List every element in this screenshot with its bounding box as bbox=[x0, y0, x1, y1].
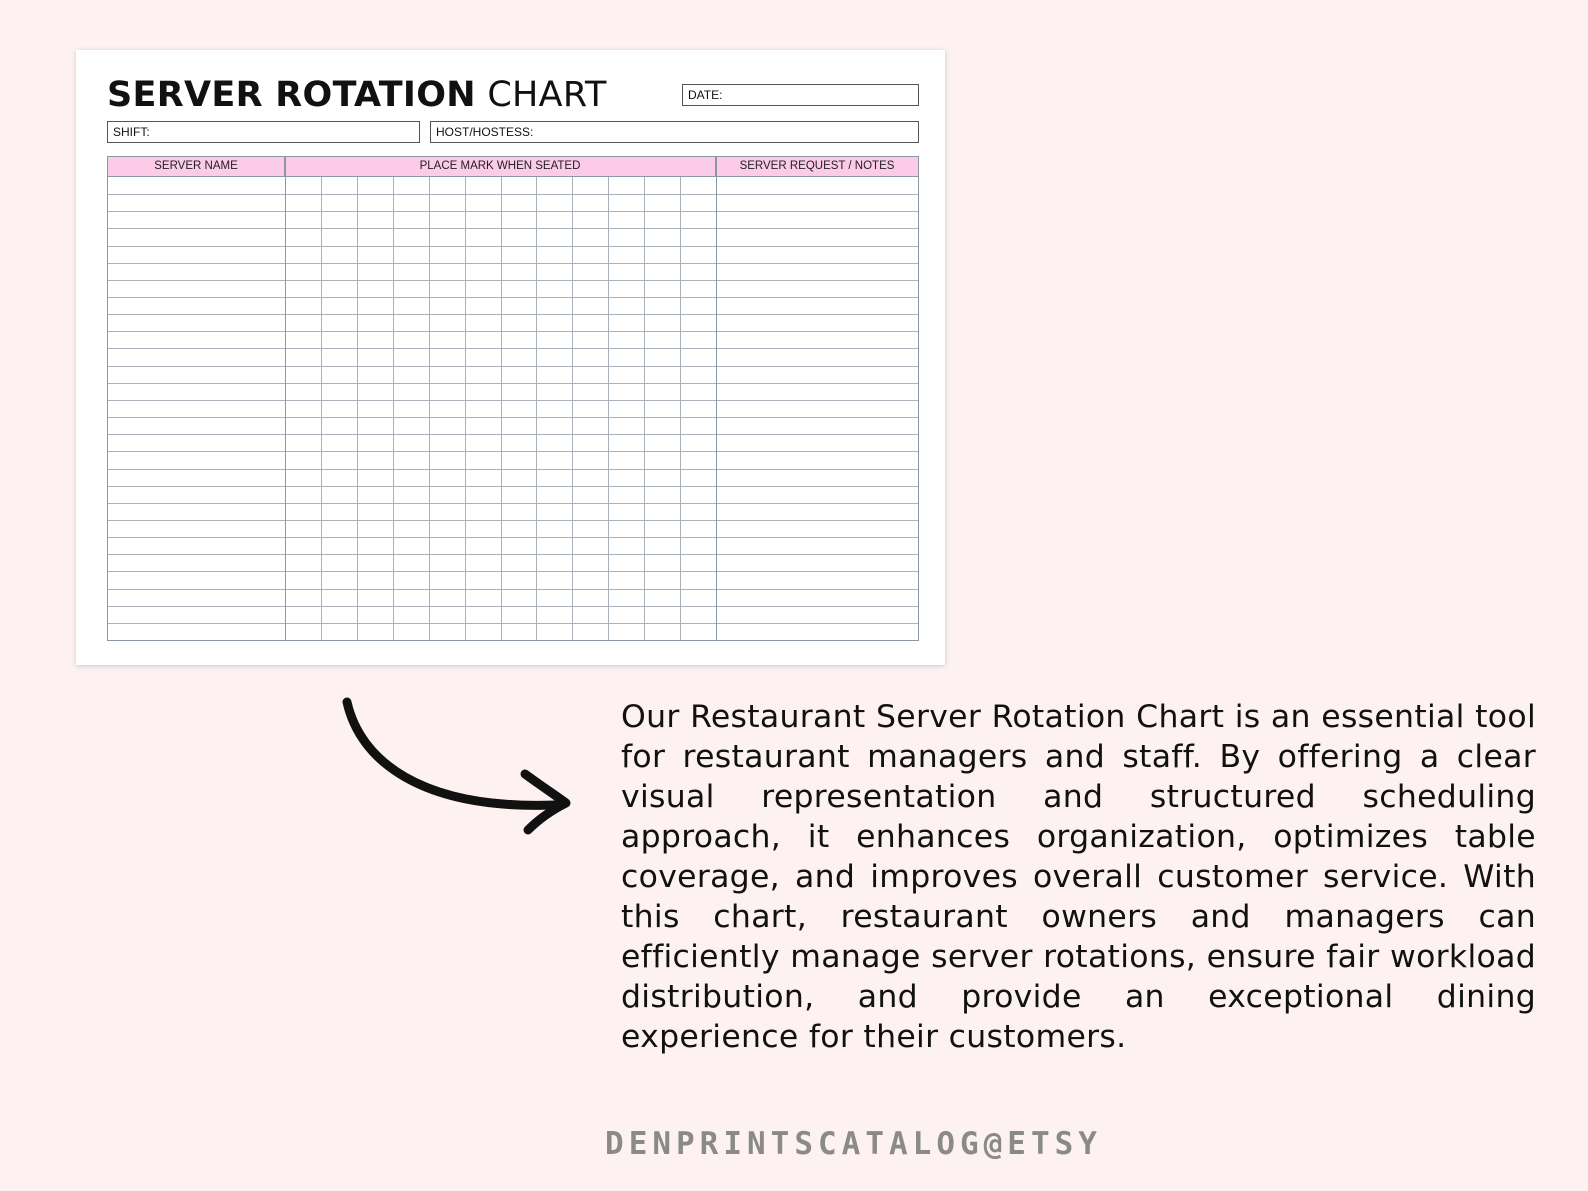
title-bold: SERVER ROTATION bbox=[107, 75, 476, 115]
table-column-line bbox=[320, 177, 322, 640]
table-column-line bbox=[285, 157, 286, 640]
date-field: DATE: bbox=[682, 84, 919, 106]
column-header-place-mark: PLACE MARK WHEN SEATED bbox=[285, 157, 716, 177]
column-header-notes: SERVER REQUEST / NOTES bbox=[716, 157, 918, 177]
table-row-line bbox=[108, 245, 918, 247]
table-row-line bbox=[108, 348, 918, 350]
table-row-line bbox=[108, 365, 918, 367]
table-row-line bbox=[108, 468, 918, 470]
table-column-line bbox=[716, 157, 717, 640]
table-column-line bbox=[644, 177, 646, 640]
table-row-line bbox=[108, 571, 918, 573]
table-row-line bbox=[108, 399, 918, 401]
table-row-line bbox=[108, 382, 918, 384]
table-row-line bbox=[108, 314, 918, 316]
table-column-line bbox=[680, 177, 682, 640]
table-row-line bbox=[108, 502, 918, 504]
table-column-line bbox=[536, 177, 538, 640]
table-row-line bbox=[108, 554, 918, 556]
product-description: Our Restaurant Server Rotation Chart is … bbox=[621, 699, 1536, 1055]
curved-arrow-icon bbox=[342, 697, 571, 835]
table-row-line bbox=[108, 331, 918, 333]
table-row-line bbox=[108, 451, 918, 453]
table-row-line bbox=[108, 434, 918, 436]
table-column-line bbox=[464, 177, 466, 640]
table-row-line bbox=[108, 622, 918, 624]
table-column-line bbox=[428, 177, 430, 640]
shop-watermark: DENPRINTSCATALOG@ETSY bbox=[605, 1126, 1102, 1162]
title-light: CHART bbox=[487, 75, 607, 115]
table-row-line bbox=[108, 228, 918, 230]
table-column-line bbox=[392, 177, 394, 640]
table-column-line bbox=[572, 177, 574, 640]
table-row-line bbox=[108, 485, 918, 487]
table-column-line bbox=[608, 177, 610, 640]
table-row-line bbox=[108, 588, 918, 590]
table-row-line bbox=[108, 417, 918, 419]
table-row-line bbox=[108, 279, 918, 281]
host-hostess-field: HOST/HOSTESS: bbox=[430, 121, 919, 143]
sheet-title: SERVER ROTATION CHART bbox=[107, 72, 607, 118]
column-header-server-name: SERVER NAME bbox=[108, 157, 285, 177]
table-row-line bbox=[108, 194, 918, 196]
table-row-line bbox=[108, 519, 918, 521]
printable-sheet: SERVER ROTATION CHART DATE: SHIFT: HOST/… bbox=[76, 50, 945, 665]
rotation-table: SERVER NAME PLACE MARK WHEN SEATED SERVE… bbox=[107, 156, 919, 641]
table-row-line bbox=[108, 537, 918, 539]
table-row-line bbox=[108, 297, 918, 299]
table-row-line bbox=[108, 605, 918, 607]
table-column-line bbox=[500, 177, 502, 640]
table-column-line bbox=[356, 177, 358, 640]
table-row-line bbox=[108, 211, 918, 213]
shift-field: SHIFT: bbox=[107, 121, 420, 143]
table-row-line bbox=[108, 262, 918, 264]
